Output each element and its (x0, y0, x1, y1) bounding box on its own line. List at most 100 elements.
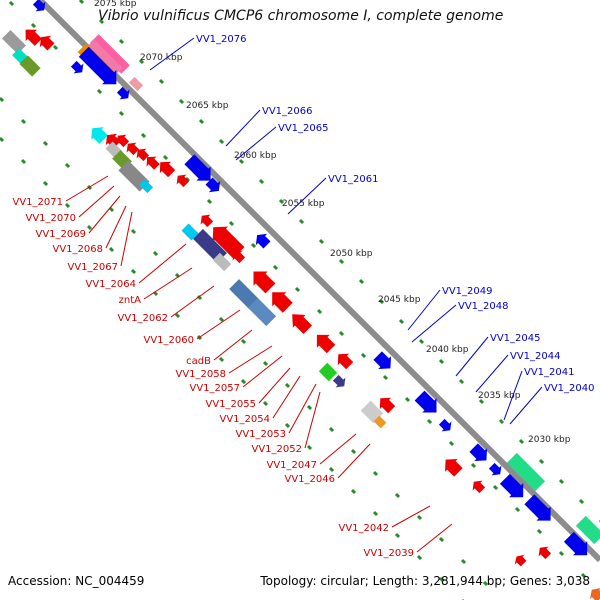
gene-feature (524, 494, 551, 521)
gene-feature (337, 353, 354, 370)
gene-feature (70, 60, 84, 74)
track-dot (338, 330, 345, 337)
track-dot (258, 178, 265, 185)
track-dot (130, 228, 137, 235)
chromosome-backbone (37, 0, 600, 563)
track-dot (130, 268, 137, 275)
track-dot (42, 140, 49, 147)
feature-block (128, 76, 144, 92)
track-dot (118, 38, 125, 45)
track-dot (458, 378, 465, 385)
gene-feature (91, 127, 108, 144)
gene-feature (538, 546, 552, 560)
gene-label: VV1_2061 (328, 174, 379, 185)
track-dot (426, 418, 433, 425)
track-dot (206, 198, 213, 205)
track-dot (448, 440, 455, 447)
scale-tick-label: 2045 kbp (378, 295, 421, 305)
leader-line (503, 370, 523, 421)
leader-line (78, 185, 115, 218)
track-dot (218, 138, 225, 145)
track-dot (394, 532, 401, 539)
track-dot (98, 18, 105, 25)
track-dot (306, 404, 313, 411)
gene-feature (373, 351, 391, 369)
leader-line (455, 336, 489, 377)
gene-feature (39, 35, 55, 51)
leader-line (235, 126, 277, 161)
gene-labels: VV1_2076VV1_2066VV1_2065VV1_2061VV1_2049… (13, 34, 595, 559)
feature-block (138, 178, 154, 194)
scale-tick-label: 2065 kbp (186, 101, 229, 111)
leader-line (411, 304, 457, 343)
leader-line (196, 309, 241, 340)
track-dot (162, 154, 169, 161)
gene-label: VV1_2069 (36, 229, 87, 240)
leader-line (228, 345, 273, 374)
scale-tick-label: 2070 kbp (140, 53, 183, 63)
feature-block (247, 297, 277, 327)
track-dot (250, 242, 257, 249)
leader-line (225, 109, 261, 147)
track-dot (518, 438, 525, 445)
leader-line (149, 37, 195, 71)
gene-feature (212, 226, 245, 259)
gene-label: VV1_2054 (220, 414, 271, 425)
track-dot (580, 572, 587, 579)
track-dot (8, 0, 15, 7)
leader-line (509, 386, 543, 425)
gene-feature (176, 174, 190, 188)
gene-label: VV1_2062 (118, 313, 169, 324)
leader-line (319, 433, 357, 465)
feature-block (575, 515, 600, 545)
track-dot (338, 258, 345, 265)
gene-feature (253, 271, 276, 294)
leader-line (242, 355, 283, 388)
track-dot (178, 98, 185, 105)
track-dot (460, 558, 467, 565)
track-dot (418, 338, 425, 345)
gene-feature (469, 443, 487, 461)
feature-block (373, 415, 387, 429)
gene-label: VV1_2039 (364, 548, 415, 559)
gene-label: VV1_2049 (442, 286, 493, 297)
gene-label: VV1_2065 (278, 123, 329, 134)
gene-feature (232, 250, 246, 264)
track-dot (20, 158, 27, 165)
track-dot (438, 536, 445, 543)
track-dot (138, 58, 145, 65)
gene-label: VV1_2076 (196, 34, 247, 45)
track-dot (578, 498, 585, 505)
gene-feature (316, 334, 336, 354)
track-dot (492, 484, 499, 491)
scale-tick-label: 2035 kbp (478, 391, 521, 401)
track-dot (514, 506, 521, 513)
feature-block (1, 29, 27, 55)
track-dot (262, 400, 269, 407)
track-dot (228, 220, 235, 227)
track-dot (398, 318, 405, 325)
gene-label: VV1_2070 (26, 213, 77, 224)
track-dot (30, 22, 37, 29)
gene-feature (514, 554, 527, 567)
track-dot (64, 162, 71, 169)
gene-feature (379, 397, 396, 414)
leader-line (272, 375, 301, 419)
track-dot (478, 398, 485, 405)
track-dot (272, 264, 279, 271)
gene-feature (146, 156, 160, 170)
gene-label: VV1_2058 (176, 369, 227, 380)
track-dot (52, 44, 59, 51)
gene-feature (116, 134, 130, 148)
track-dot (158, 78, 165, 85)
leader-line (88, 195, 121, 234)
track-dot (328, 466, 335, 473)
scale-tick-label: 2030 kbp (528, 435, 571, 445)
gene-label: zntA (119, 295, 142, 306)
track-dot (328, 426, 335, 433)
track-dot (284, 382, 291, 389)
leader-line (120, 211, 133, 267)
